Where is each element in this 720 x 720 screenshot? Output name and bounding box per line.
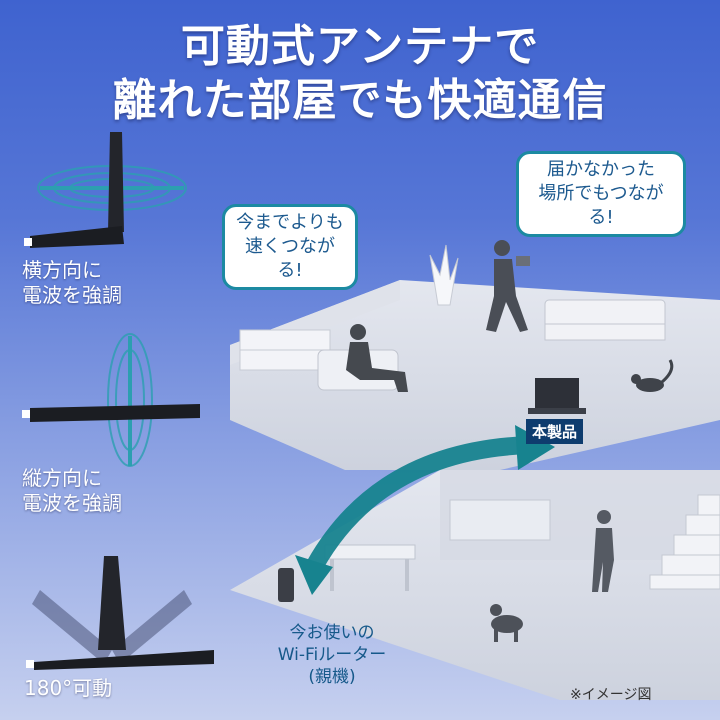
image-note: ※イメージ図: [570, 687, 652, 703]
speech-bubble-near: 今までよりも 速くつながる!: [222, 204, 358, 290]
connection-arrow: [295, 425, 555, 595]
product-tag: 本製品: [526, 419, 584, 444]
antenna-horizontal-mode: [24, 132, 187, 248]
horizontal-mode-label: 横方向に 電波を強調: [22, 258, 122, 308]
plant: [429, 244, 459, 306]
router-device: [278, 568, 294, 602]
vertical-mode-label: 縦方向に 電波を強調: [22, 466, 122, 516]
vertical-mode-label-line2: 電波を強調: [22, 491, 122, 515]
router-label: 今お使いの Wi-Fiルーター (親機): [262, 622, 402, 688]
antenna-vertical-mode: [22, 333, 200, 467]
router-label-line3: (親機): [308, 667, 356, 687]
router-label-line2: Wi-Fiルーター: [277, 645, 387, 665]
bookshelf: [239, 329, 331, 371]
horizontal-mode-label-line1: 横方向に: [22, 258, 102, 282]
rotation-label-line1: 180°可動: [24, 676, 113, 700]
router-label-line1: 今お使いの: [289, 623, 375, 643]
speech-bubble-far-line1: 届かなかった: [547, 159, 655, 180]
laptop-product: [528, 378, 586, 414]
walking-person: [486, 240, 530, 332]
vertical-mode-label-line1: 縦方向に: [22, 466, 102, 490]
headline-line2: 離れた部屋でも快適通信: [112, 75, 608, 126]
horizontal-mode-label-line2: 電波を強調: [22, 283, 122, 307]
rotation-label: 180°可動: [24, 676, 112, 701]
speech-bubble-near-line1: 今までよりも: [236, 212, 344, 233]
cat: [631, 359, 674, 392]
dog: [490, 604, 523, 642]
antenna-rotation: [26, 556, 214, 670]
speech-bubble-near-line2: 速くつながる!: [245, 236, 335, 281]
sofa: [544, 299, 666, 341]
dining-table: [324, 544, 416, 560]
headline-line1: 可動式アンテナで: [180, 21, 540, 72]
kitchen-counter: [449, 499, 551, 541]
sitting-person: [346, 324, 408, 392]
standing-person: [592, 510, 614, 592]
speech-bubble-far: 届かなかった 場所でもつながる!: [516, 151, 686, 237]
speech-bubble-far-line2: 場所でもつながる!: [538, 183, 664, 228]
staircase: [649, 494, 720, 590]
